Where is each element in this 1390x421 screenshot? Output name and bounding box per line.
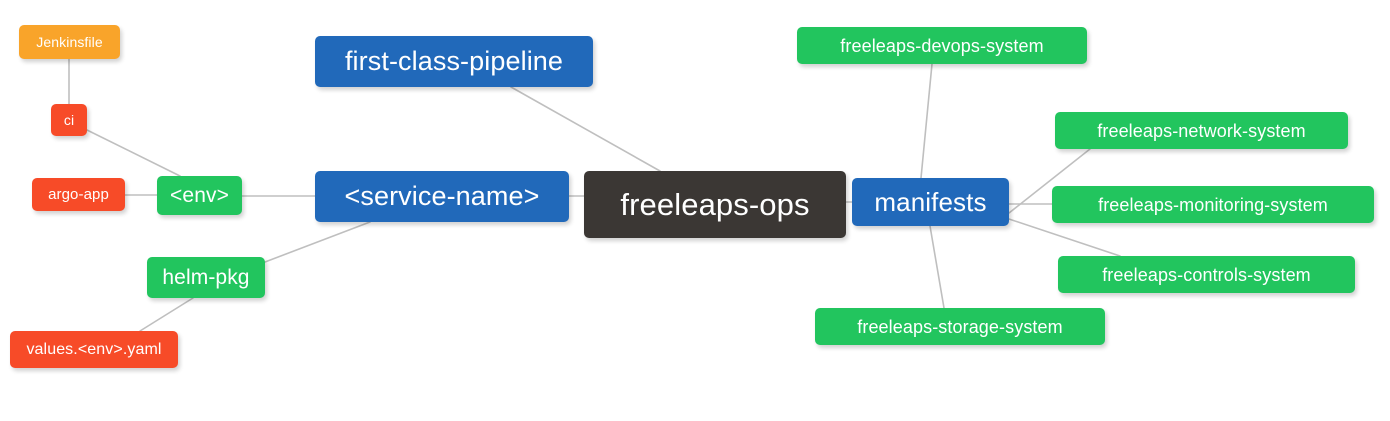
node-values-yaml[interactable]: values.<env>.yaml (10, 331, 178, 368)
node-label: ci (63, 112, 75, 128)
node-label: helm-pkg (162, 266, 250, 289)
node-freeleaps-storage-system[interactable]: freeleaps-storage-system (815, 308, 1105, 345)
node-first-class-pipeline[interactable]: first-class-pipeline (315, 36, 593, 87)
node-label: freeleaps-network-system (1097, 120, 1306, 141)
node-label: values.<env>.yaml (26, 340, 162, 358)
node-freeleaps-ops[interactable]: freeleaps-ops (584, 171, 846, 238)
edge-values-yaml-to-helm-pkg (139, 297, 194, 332)
node-label: Jenkinsfile (36, 34, 103, 50)
edge-manifests-to-freeleaps-controls-system (1008, 218, 1121, 257)
node-label: freeleaps-monitoring-system (1098, 194, 1328, 215)
node-freeleaps-devops-system[interactable]: freeleaps-devops-system (797, 27, 1087, 64)
node-argo-app[interactable]: argo-app (32, 178, 125, 211)
node-freeleaps-monitoring-system[interactable]: freeleaps-monitoring-system (1052, 186, 1374, 223)
node-label: first-class-pipeline (344, 46, 564, 76)
edge-helm-pkg-to-service-name (264, 221, 371, 263)
node-label: <service-name> (344, 181, 540, 211)
node-jenkinsfile[interactable]: Jenkinsfile (19, 25, 120, 59)
node-manifests[interactable]: manifests (852, 178, 1009, 226)
node-env[interactable]: <env> (157, 176, 242, 215)
node-service-name[interactable]: <service-name> (315, 171, 569, 222)
edge-first-class-pipeline-to-freeleaps-ops (510, 86, 661, 172)
node-label: manifests (874, 187, 987, 217)
edge-manifests-to-freeleaps-storage-system (929, 225, 945, 309)
node-ci[interactable]: ci (51, 104, 87, 136)
node-label: freeleaps-controls-system (1102, 264, 1311, 285)
node-label: <env> (170, 184, 229, 207)
node-label: freeleaps-ops (620, 187, 810, 222)
node-freeleaps-controls-system[interactable]: freeleaps-controls-system (1058, 256, 1355, 293)
node-label: freeleaps-storage-system (857, 316, 1063, 337)
node-freeleaps-network-system[interactable]: freeleaps-network-system (1055, 112, 1348, 149)
node-helm-pkg[interactable]: helm-pkg (147, 257, 265, 298)
edge-ci-to-env (86, 129, 181, 177)
node-label: argo-app (48, 186, 109, 203)
node-label: freeleaps-devops-system (840, 35, 1044, 56)
edge-manifests-to-freeleaps-devops-system (920, 63, 933, 179)
